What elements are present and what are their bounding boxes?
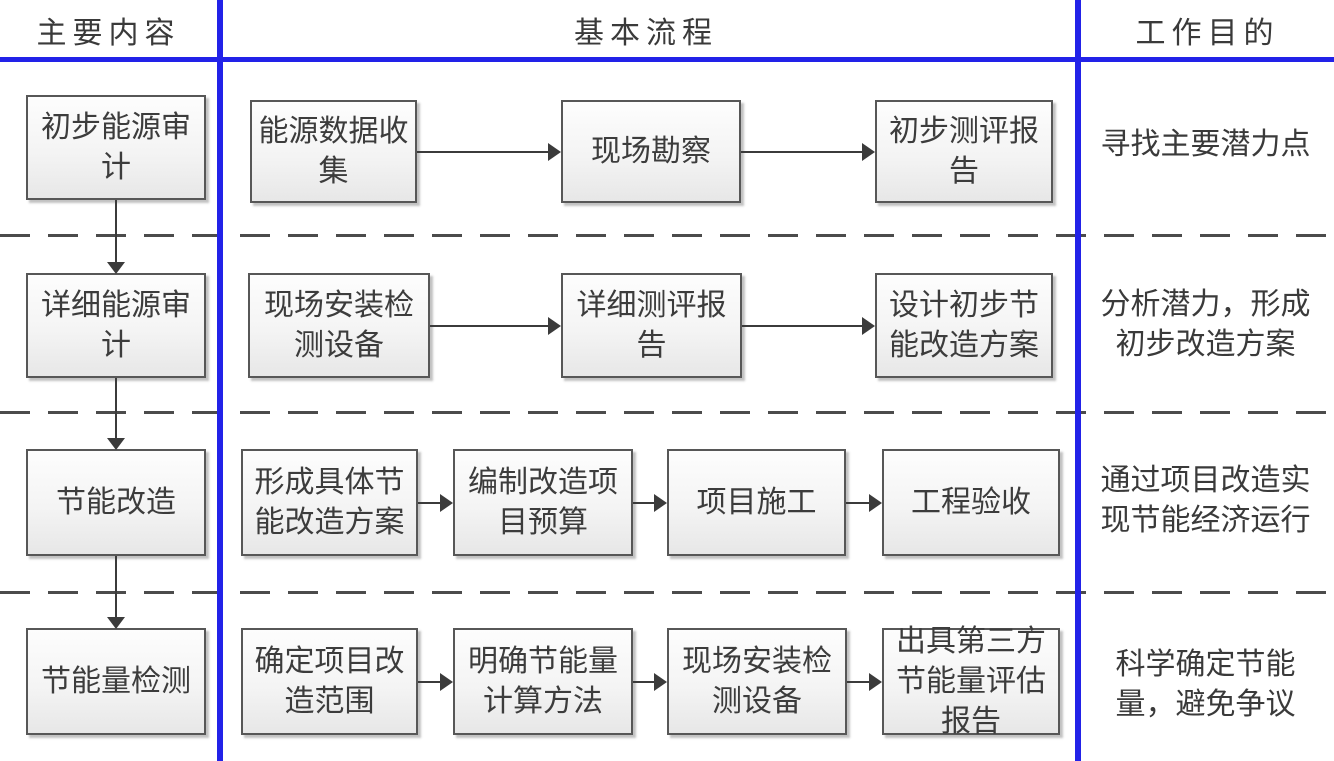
main-box-preliminary-energy-audit: 初步能源审 计 xyxy=(26,95,206,200)
right-arrow xyxy=(741,143,875,161)
step-box-site-survey: 现场勘察 xyxy=(561,100,741,203)
step-box-install-monitoring-equipment-2: 现场安装检 测设备 xyxy=(667,628,847,735)
down-arrow xyxy=(107,200,125,274)
step-box-install-monitoring-equipment: 现场安装检 测设备 xyxy=(248,273,430,378)
column-divider-blue-right xyxy=(1075,0,1081,761)
right-arrow xyxy=(633,673,667,691)
right-arrow xyxy=(633,494,667,512)
right-arrow xyxy=(418,673,453,691)
step-box-design-preliminary-retrofit-plan: 设计初步节 能改造方案 xyxy=(875,273,1053,378)
step-box-form-specific-retrofit-plan: 形成具体节 能改造方案 xyxy=(241,449,418,556)
purpose-text-row3: 通过项目改造实 现节能经济运行 xyxy=(1100,464,1311,537)
row-divider-dashed-3 xyxy=(0,591,1334,594)
step-box-energy-data-collection: 能源数据收 集 xyxy=(250,100,417,203)
row-divider-dashed-1 xyxy=(0,234,1334,237)
right-arrow xyxy=(418,494,453,512)
right-arrow xyxy=(846,494,882,512)
step-box-prepare-project-budget: 编制改造项 目预算 xyxy=(453,449,633,556)
right-arrow xyxy=(417,143,561,161)
down-arrow xyxy=(107,556,125,629)
row-divider-dashed-2 xyxy=(0,411,1334,414)
column-divider-blue-left xyxy=(217,0,223,761)
purpose-text-row1: 寻找主要潜力点 xyxy=(1100,128,1311,161)
step-box-determine-retrofit-scope: 确定项目改 造范围 xyxy=(241,628,418,735)
column-header-main-content: 主要内容 xyxy=(36,17,181,50)
step-box-third-party-assessment-report: 出具第三方 节能量评估 报告 xyxy=(882,625,1060,738)
step-box-project-acceptance: 工程验收 xyxy=(882,449,1060,556)
header-divider-blue-horizontal xyxy=(0,57,1334,62)
step-box-detailed-evaluation-report: 详细测评报 告 xyxy=(561,273,742,378)
main-box-energy-saving-retrofit: 节能改造 xyxy=(26,449,206,556)
right-arrow xyxy=(430,317,561,335)
right-arrow xyxy=(847,673,882,691)
main-box-energy-savings-measurement: 节能量检测 xyxy=(26,628,206,735)
column-header-work-purpose: 工作目的 xyxy=(1135,17,1280,50)
step-box-preliminary-evaluation-report: 初步测评报 告 xyxy=(875,100,1053,203)
purpose-text-row4: 科学确定节能 量，避免争议 xyxy=(1115,648,1296,721)
step-box-clarify-calculation-method: 明确节能量 计算方法 xyxy=(453,628,633,735)
main-box-detailed-energy-audit: 详细能源审 计 xyxy=(26,273,206,378)
right-arrow xyxy=(742,317,875,335)
step-box-project-construction: 项目施工 xyxy=(667,449,846,556)
down-arrow xyxy=(107,378,125,450)
purpose-text-row2: 分析潜力，形成 初步改造方案 xyxy=(1100,288,1311,361)
column-header-basic-process: 基本流程 xyxy=(574,17,718,50)
